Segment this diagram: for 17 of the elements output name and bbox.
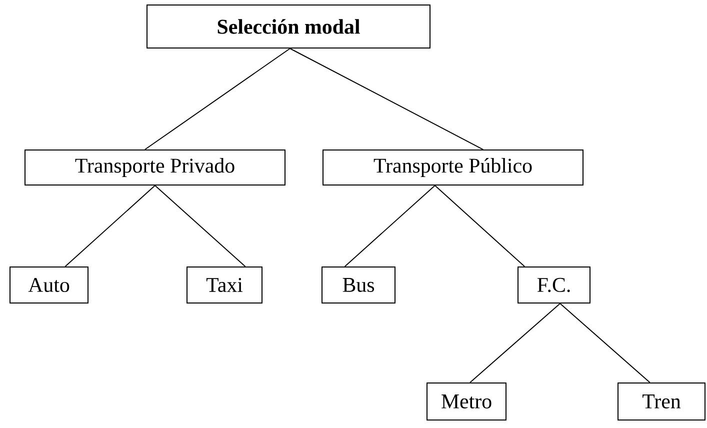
label-box: F.C. — [518, 266, 590, 304]
label-box: Tren — [618, 382, 706, 420]
label-box: Transporte Privado — [24, 150, 286, 186]
label-box: Bus — [322, 266, 396, 304]
connector-line — [144, 48, 290, 150]
label-box: Auto — [10, 266, 88, 304]
connector-line — [344, 185, 436, 267]
connector-line — [64, 185, 156, 267]
connector-line — [154, 185, 246, 267]
connector-line — [470, 303, 561, 383]
label-box: Selección modal — [146, 4, 430, 48]
connector-line — [434, 185, 526, 267]
label-box: Taxi — [186, 266, 262, 304]
label-box: Transporte Público — [322, 150, 584, 186]
connector-line — [290, 48, 484, 150]
connector-line — [560, 303, 650, 383]
label-box: Metro — [426, 382, 506, 420]
